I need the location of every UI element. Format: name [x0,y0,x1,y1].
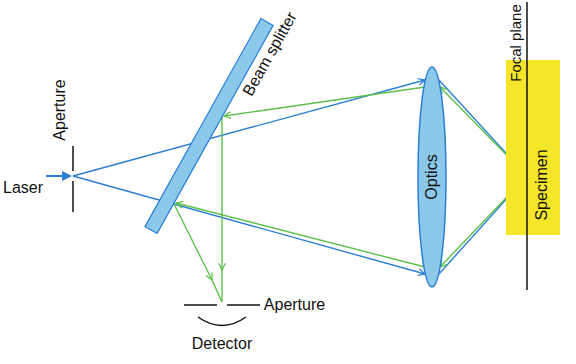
specimen-band: Specimen [506,60,560,235]
focal-plane-label: Focal plane [508,4,523,82]
aperture-plate [72,146,74,171]
optics-lens: Optics [417,66,447,288]
laser-label: Laser [3,180,43,196]
part-label: Specimen [534,149,550,220]
focal-plane-line [526,60,528,235]
beam-splitter: Beam splitter [140,0,300,240]
laser-arrow [46,175,70,177]
focal-plane-line [526,235,528,290]
return-rays [174,87,527,302]
aperture-label: Aperture [264,297,325,313]
illumination-rays [73,80,527,274]
part-label: Optics [424,154,440,199]
aperture-label: Aperture [52,79,68,140]
focal-plane-line [526,2,528,60]
aperture-plate [72,181,74,212]
detector-label: Detector [192,336,252,352]
lens-outline [418,67,446,287]
aperture-plate [227,304,260,306]
aperture-plate [184,304,217,306]
specimen-band-shape [506,60,560,235]
detector-symbol [198,317,246,326]
specimen-ground [506,60,560,235]
splitter-plate [145,19,273,234]
